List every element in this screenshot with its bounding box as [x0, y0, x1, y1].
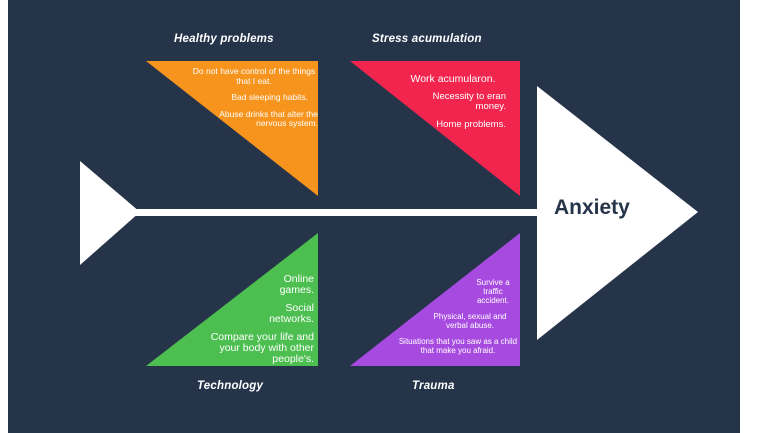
cause-item: Physical, sexual and verbal abuse.: [433, 312, 507, 330]
triangle-stress-acumulation: [350, 61, 520, 196]
causes-healthy-problems: Do not have control of the things that I…: [190, 66, 318, 136]
effect-label: Anxiety: [554, 196, 630, 219]
cause-item: Abuse drinks that alter the nervous syst…: [219, 108, 318, 128]
cause-item: Compare your life and your body with oth…: [210, 331, 314, 365]
fish-spine: [130, 209, 550, 216]
fish-tail: [80, 161, 140, 265]
triangle-healthy-problems: [146, 61, 318, 196]
causes-stress-acumulation: Work acumularon. Necessity to eran money…: [400, 74, 506, 137]
cause-item: Survive a traffic accident.: [476, 278, 510, 305]
cause-item: Home problems.: [436, 118, 506, 130]
cause-item: Situations that you saw as a child that …: [398, 337, 518, 355]
category-title-trauma: Trauma: [412, 380, 455, 392]
causes-trauma: Survive a traffic accident. Physical, se…: [398, 278, 518, 362]
category-title-technology: Technology: [197, 380, 264, 392]
causes-technology: Online games. Social networks. Compare y…: [190, 274, 314, 372]
cause-item: Do not have control of the things that I…: [192, 66, 316, 86]
category-title-healthy-problems: Healthy problems: [174, 33, 274, 45]
triangle-technology: [146, 233, 318, 366]
cause-item: Social networks.: [269, 302, 314, 325]
triangle-trauma: [350, 233, 520, 366]
category-title-stress-acumulation: Stress acumulation: [372, 33, 482, 45]
cause-item: Necessity to eran money.: [432, 90, 506, 112]
cause-item: Work acumularon.: [410, 73, 496, 85]
cause-item: Bad sleeping habits.: [231, 92, 308, 102]
fish-head: [537, 86, 698, 340]
cause-item: Online games.: [279, 273, 314, 296]
